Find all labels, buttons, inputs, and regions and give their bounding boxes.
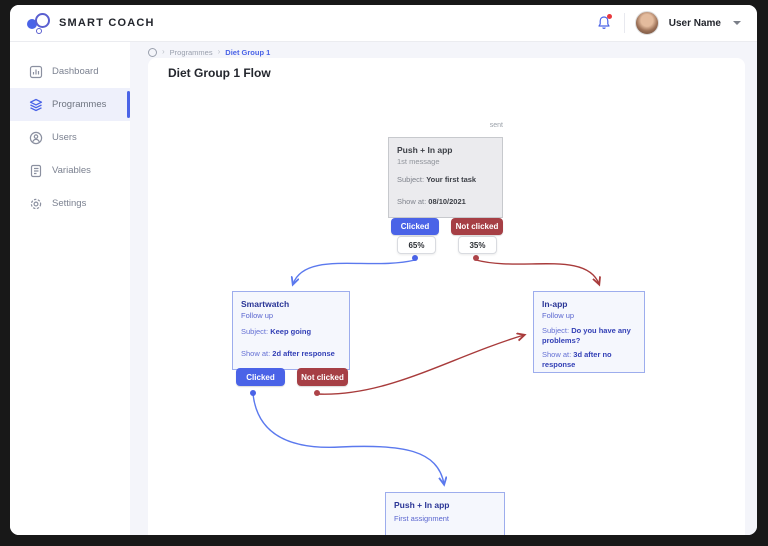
- node-subject: Subject: Keep going: [241, 327, 312, 336]
- sidebar-item-settings[interactable]: Settings: [10, 187, 130, 220]
- flow-node-smartwatch[interactable]: Smartwatch Follow up Subject: Keep going…: [232, 291, 350, 370]
- content-area: › Programmes › Diet Group 1 Diet Group 1…: [130, 41, 757, 535]
- settings-icon: [29, 197, 43, 211]
- node-title: In-app: [542, 299, 568, 309]
- brand-title: SMART COACH: [59, 17, 155, 29]
- node-show-at: Show at: 2d after response: [241, 349, 335, 359]
- sidebar-item-variables[interactable]: Variables: [10, 154, 130, 187]
- bell-icon: [598, 16, 610, 29]
- sidebar-item-dashboard[interactable]: Dashboard: [10, 55, 130, 88]
- app-logo: SMART COACH: [10, 11, 155, 35]
- active-indicator: [127, 91, 130, 118]
- not-clicked-button[interactable]: Not clicked: [297, 368, 348, 386]
- clicked-button[interactable]: Clicked: [391, 218, 439, 235]
- logo-icon: [27, 11, 51, 35]
- flow-panel: Diet Group 1 Flow: [148, 58, 745, 535]
- node-subject: Subject: Do you have any problems?: [542, 326, 631, 346]
- port-dot-blue: [250, 390, 256, 396]
- breadcrumb-separator: ›: [217, 47, 221, 56]
- node-subtitle: Follow up: [542, 311, 575, 320]
- notifications-button[interactable]: [594, 13, 614, 33]
- header-divider: [623, 13, 625, 33]
- sidebar-item-label: Programmes: [52, 99, 107, 110]
- node-subtitle: 1st message: [397, 157, 440, 166]
- node-title: Smartwatch: [241, 299, 290, 309]
- node-title: Push + In app: [397, 145, 453, 155]
- clicked-button[interactable]: Clicked: [236, 368, 285, 386]
- node-subtitle: Follow up: [241, 311, 274, 320]
- connector-notclicked-to-inapp: [475, 259, 599, 284]
- not-clicked-percentage: 35%: [458, 236, 497, 254]
- sidebar-item-label: Variables: [52, 165, 91, 176]
- sidebar-item-label: Users: [52, 132, 77, 143]
- breadcrumb-programmes[interactable]: Programmes: [169, 47, 213, 57]
- breadcrumb-separator: ›: [162, 47, 165, 56]
- node-title: Push + In app: [394, 500, 450, 510]
- connector-smartwatch-clicked-to-bottom: [252, 393, 444, 484]
- connector-clicked-to-smartwatch: [293, 259, 416, 284]
- node-subtitle: First assignment: [394, 514, 450, 523]
- users-icon: [29, 131, 43, 145]
- sidebar-item-label: Settings: [52, 198, 87, 209]
- sidebar: Dashboard Programmes Users: [10, 41, 130, 535]
- user-name: User Name: [668, 17, 721, 29]
- breadcrumb: › Programmes › Diet Group 1: [130, 41, 757, 58]
- not-clicked-button[interactable]: Not clicked: [451, 218, 503, 235]
- user-avatar[interactable]: [634, 11, 659, 35]
- home-icon[interactable]: [148, 47, 157, 57]
- node-show-at: Show at: 3d after no response: [542, 350, 612, 370]
- variables-icon: [29, 164, 43, 178]
- chevron-down-icon[interactable]: [733, 21, 741, 25]
- sidebar-item-users[interactable]: Users: [10, 121, 130, 154]
- node-subject: Subject: Your first task: [397, 175, 477, 184]
- flow-node-bottom[interactable]: Push + In app First assignment Subject:: [385, 492, 505, 535]
- dashboard-icon: [29, 65, 43, 79]
- app-window: SMART COACH User Name: [10, 5, 757, 535]
- port-dot-red: [314, 390, 320, 396]
- sidebar-item-programmes[interactable]: Programmes: [10, 88, 130, 121]
- flow-node-root[interactable]: Push + In app 1st message Subject: Your …: [388, 137, 503, 218]
- programmes-icon: [29, 98, 43, 112]
- flow-node-inapp[interactable]: In-app Follow up Subject: Do you have an…: [533, 291, 645, 373]
- header: SMART COACH User Name: [10, 5, 757, 42]
- notification-dot: [606, 14, 612, 19]
- port-dot-blue: [412, 255, 418, 261]
- breadcrumb-current[interactable]: Diet Group 1: [225, 47, 271, 57]
- page-title: Diet Group 1 Flow: [168, 66, 271, 80]
- port-dot-red: [473, 255, 479, 261]
- node-show-at: Show at: 08/10/2021: [397, 197, 466, 207]
- sidebar-item-label: Dashboard: [52, 66, 99, 77]
- clicked-percentage: 65%: [397, 236, 436, 254]
- status-badge: sent: [489, 122, 503, 129]
